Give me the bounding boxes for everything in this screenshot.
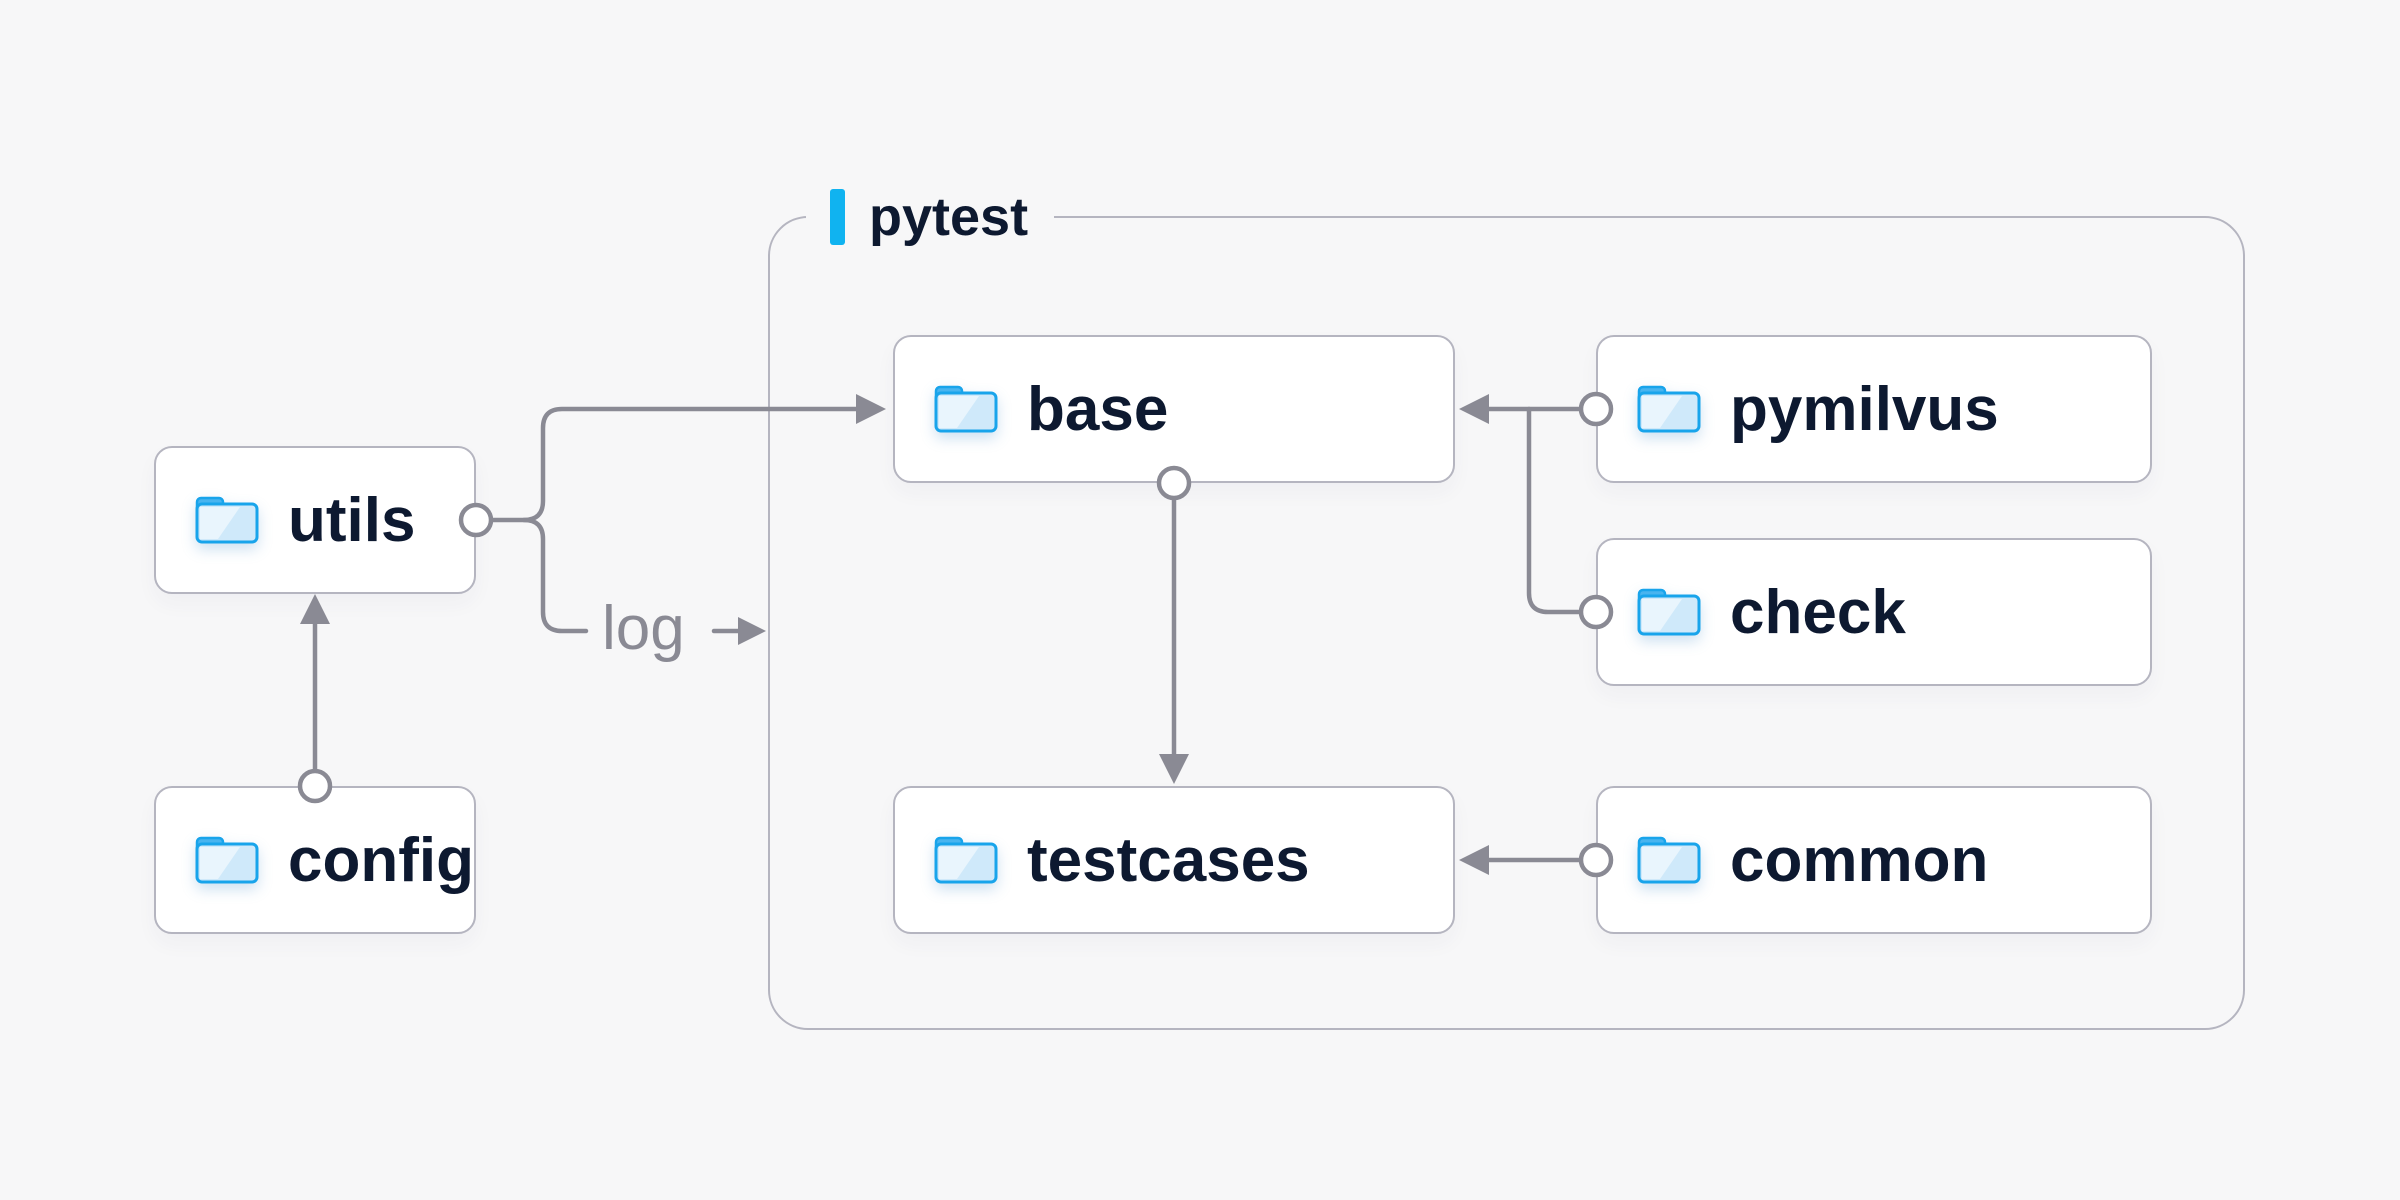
pytest-container-label: pytest <box>806 187 1055 247</box>
folder-icon <box>1637 836 1701 884</box>
node-utils: utils <box>154 446 476 594</box>
node-pymilvus: pymilvus <box>1596 335 2152 483</box>
folder-icon <box>1637 385 1701 433</box>
node-label: pymilvus <box>1730 374 1999 444</box>
folder-icon <box>934 836 998 884</box>
node-label: config <box>288 825 474 895</box>
node-check: check <box>1596 538 2152 686</box>
folder-icon <box>1637 588 1701 636</box>
edge-config-utils <box>297 594 333 804</box>
node-testcases: testcases <box>893 786 1455 934</box>
folder-icon <box>195 496 259 544</box>
node-base: base <box>893 335 1455 483</box>
node-label: utils <box>288 485 416 555</box>
node-label: check <box>1730 577 1906 647</box>
node-label: common <box>1730 825 1989 895</box>
pytest-container-title: pytest <box>869 187 1029 247</box>
node-label: base <box>1027 374 1169 444</box>
accent-bar <box>830 189 845 245</box>
folder-icon <box>934 385 998 433</box>
node-config: config <box>154 786 476 934</box>
node-common: common <box>1596 786 2152 934</box>
folder-icon <box>195 836 259 884</box>
pytest-container: pytest <box>768 188 2245 1030</box>
node-label: testcases <box>1027 825 1310 895</box>
edge-label-log: log <box>602 594 685 663</box>
